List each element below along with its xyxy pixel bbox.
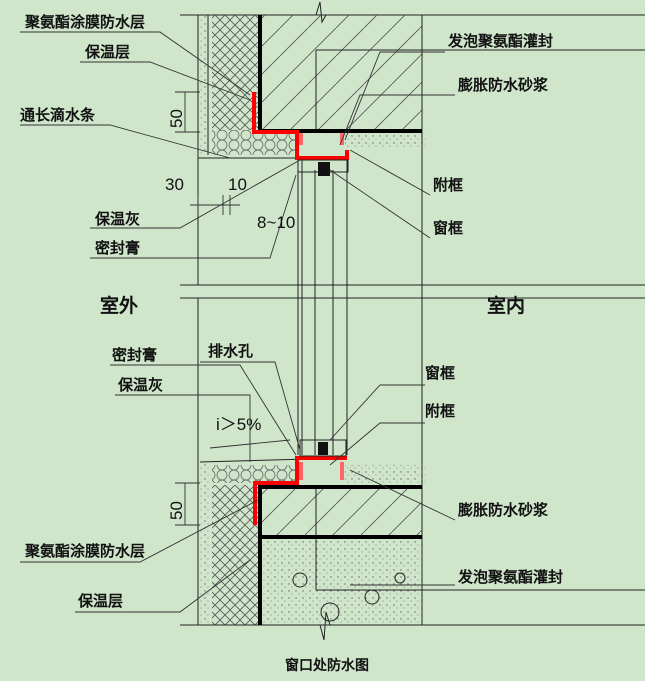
labels: 聚氨酯涂膜防水层 保温层 通长滴水条 保温灰 密封膏 室外 室内 密封膏 排水孔… [20, 13, 563, 674]
label-foam-bottom: 发泡聚氨酯灌封 [457, 568, 563, 586]
label-sealant-bottom: 密封膏 [112, 346, 157, 364]
label-insulation-top: 保温层 [84, 43, 130, 61]
label-insulation-mortar-bottom: 保温灰 [117, 376, 163, 394]
slope-arrow [209, 439, 291, 449]
label-drip-strip: 通长滴水条 [20, 106, 96, 124]
dim-30: 30 [165, 175, 184, 194]
bottom-section [180, 439, 645, 641]
top-membrane [252, 92, 349, 160]
label-mortar-top: 膨胀防水砂浆 [458, 76, 549, 94]
window-glazing [297, 160, 348, 455]
label-sub-frame-bottom: 附框 [425, 402, 455, 420]
bottom-membrane [253, 470, 299, 525]
label-membrane-top: 聚氨酯涂膜防水层 [24, 13, 145, 31]
dim-top-50: 50 [167, 109, 186, 128]
label-mortar-bottom: 膨胀防水砂浆 [458, 501, 549, 519]
label-indoor: 室内 [487, 294, 525, 317]
top-section [180, 1, 645, 298]
label-drain-hole: 排水孔 [208, 342, 253, 360]
label-window-frame-top: 窗框 [433, 219, 463, 237]
dim-bottom-50: 50 [167, 501, 186, 520]
dim-slope: i＞5% [216, 415, 261, 434]
leader-lines [20, 31, 456, 613]
label-window-frame-bottom: 窗框 [425, 364, 455, 382]
bottom-sill-membrane [295, 456, 347, 475]
label-foam-top: 发泡聚氨酯灌封 [447, 32, 553, 50]
dim-gap: 8~10 [257, 213, 295, 232]
label-insulation-bottom: 保温层 [77, 592, 123, 610]
label-outdoor: 室外 [100, 294, 138, 317]
label-sub-frame-top: 附框 [433, 176, 463, 194]
diagram-caption: 窗口处防水图 [285, 657, 369, 674]
dim-10: 10 [228, 175, 247, 194]
break-mark [319, 611, 331, 641]
label-sealant-top: 密封膏 [95, 239, 140, 257]
label-membrane-bottom: 聚氨酯涂膜防水层 [24, 542, 145, 560]
label-insulation-mortar-top: 保温灰 [94, 210, 140, 228]
